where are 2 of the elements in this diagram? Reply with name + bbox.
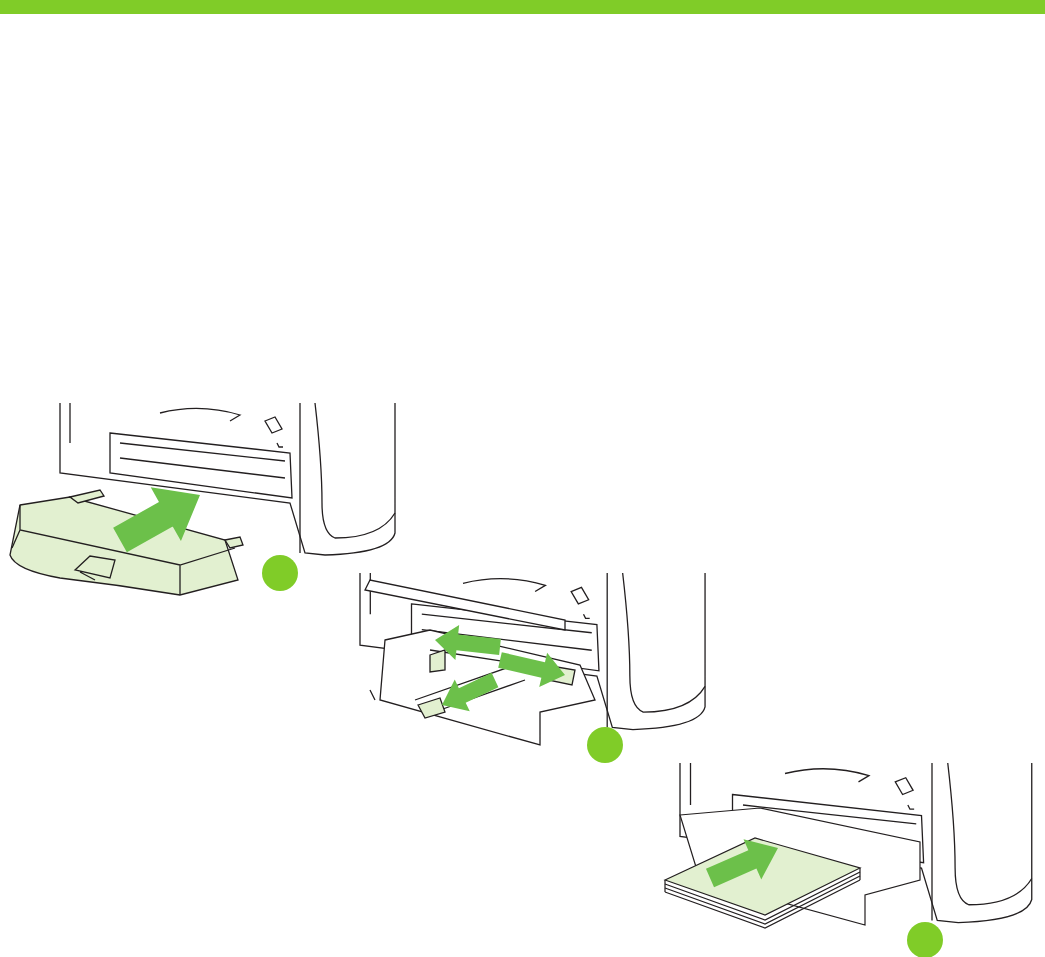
step-circle bbox=[262, 555, 298, 591]
step-circle bbox=[587, 727, 623, 763]
